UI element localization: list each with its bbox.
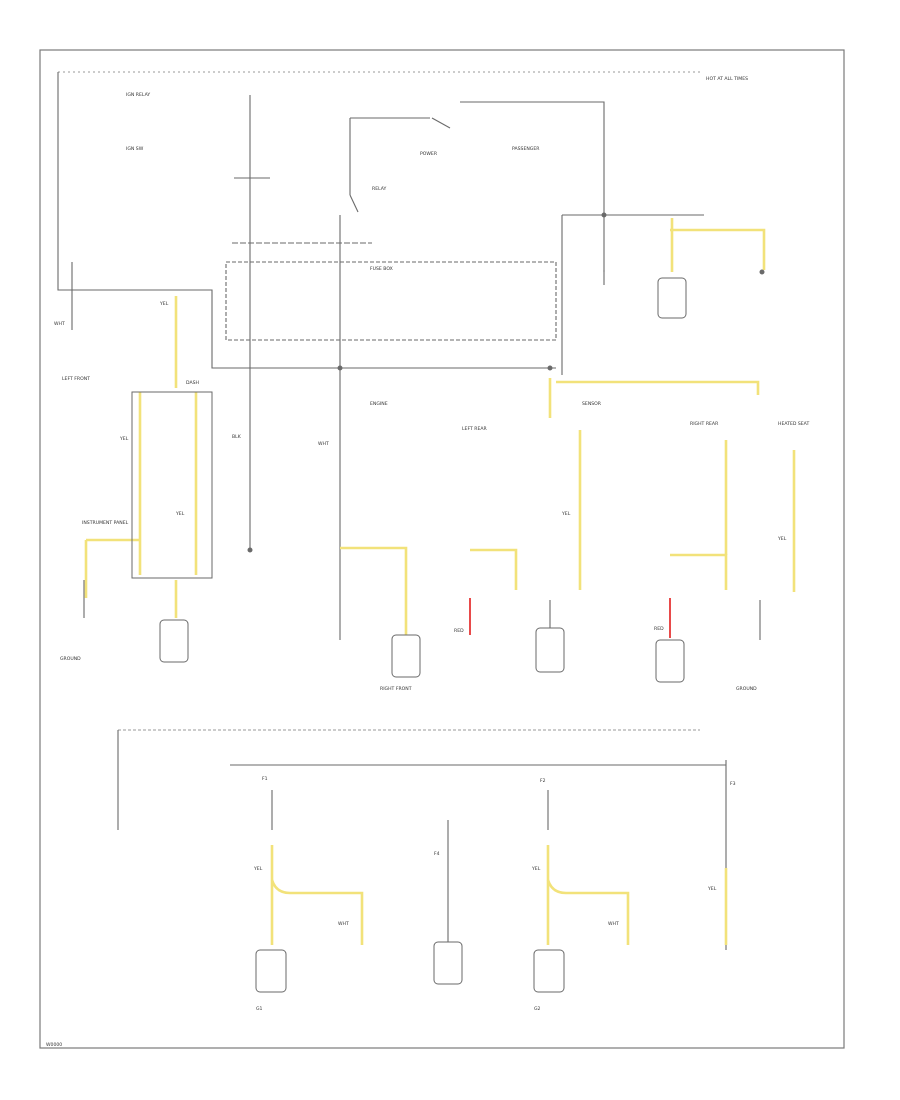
code-yel-8: YEL <box>707 886 717 892</box>
connector-rear <box>655 639 685 683</box>
label-left-rear: LEFT REAR <box>462 426 488 432</box>
code-yel-7: YEL <box>531 866 541 872</box>
terminals <box>247 212 765 553</box>
yellow-wire-g <box>340 546 408 635</box>
code-blk-1: BLK <box>232 434 242 440</box>
connector-lower-mid <box>433 941 463 985</box>
terminal-dot-2 <box>601 212 607 218</box>
yellow-wire-k <box>470 548 518 590</box>
relay-outline <box>131 391 213 579</box>
code-red-1: RED <box>454 628 464 634</box>
label-dash: DASH <box>186 380 199 386</box>
yellow-wire-i <box>556 380 760 395</box>
label-passenger: PASSENGER <box>512 146 540 152</box>
connector-lower-right <box>533 949 565 993</box>
black-wires <box>57 71 761 950</box>
footer-code: W0000 <box>46 1042 62 1048</box>
label-relay: RELAY <box>372 186 387 192</box>
yellow-wire-r <box>270 879 364 945</box>
label-ground-left: GROUND <box>60 656 81 662</box>
label-ign-relay: IGN RELAY <box>126 92 150 98</box>
code-yel-2: YEL <box>119 436 129 442</box>
code-wht-1: WHT <box>54 321 65 327</box>
code-wht-4: WHT <box>608 921 619 927</box>
labels: HOT AT ALL TIMES IGN RELAY IGN SW FUSE B… <box>46 76 809 1048</box>
code-red-2: RED <box>654 626 664 632</box>
terminal-dot-4 <box>337 365 343 371</box>
code-yel-5: YEL <box>777 536 787 542</box>
connectors <box>131 277 687 993</box>
code-yel-4: YEL <box>561 511 571 517</box>
code-yel-3: YEL <box>175 511 185 517</box>
connector-upper-right <box>657 277 687 319</box>
label-left-front: LEFT FRONT <box>62 376 90 382</box>
diagram-border <box>39 49 845 1049</box>
relay-top-wire <box>350 101 605 215</box>
code-wht-2: WHT <box>318 441 329 447</box>
label-power: POWER <box>420 151 438 157</box>
terminal-dot-5 <box>547 365 553 371</box>
relay-switch-blade-2 <box>431 117 451 129</box>
code-f1: F1 <box>262 776 268 782</box>
label-right-rear: RIGHT REAR <box>690 421 719 427</box>
label-ground-right: GROUND <box>736 686 757 692</box>
relay-switch-blade <box>349 194 359 213</box>
code-yel-6: YEL <box>253 866 263 872</box>
connector-engine <box>535 627 565 673</box>
label-fuse-box: FUSE BOX <box>370 266 393 272</box>
label-hot-at-all-times: HOT AT ALL TIMES <box>706 76 748 82</box>
code-g1: G1 <box>256 1006 263 1012</box>
label-heated-seat: HEATED SEAT <box>778 421 809 427</box>
code-g2: G2 <box>534 1006 541 1012</box>
yellow-wire-t <box>546 879 630 945</box>
connector-right-front <box>391 634 421 678</box>
label-right-front: RIGHT FRONT <box>380 686 412 692</box>
yellow-wire-o <box>670 228 766 270</box>
label-sensor: SENSOR <box>582 401 602 407</box>
fuse-box-outline <box>225 261 557 341</box>
terminal-dot-3 <box>759 269 765 275</box>
yellow-wire-l <box>670 553 728 590</box>
code-f3: F3 <box>730 781 736 787</box>
code-wht-3: WHT <box>338 921 349 927</box>
code-f2: F2 <box>540 778 546 784</box>
code-f4: F4 <box>434 851 440 857</box>
label-ign-switch: IGN SW <box>126 146 144 152</box>
label-engine: ENGINE <box>370 401 388 407</box>
red-wires <box>469 598 671 638</box>
connector-left-lamp <box>159 619 189 663</box>
label-instrument-panel: INSTRUMENT PANEL <box>82 520 129 526</box>
connector-lower-left <box>255 949 287 993</box>
terminal-dot-1 <box>247 547 253 553</box>
code-yel-1: YEL <box>159 301 169 307</box>
yellow-wires <box>84 218 796 945</box>
left-vertical-bus <box>57 72 556 369</box>
